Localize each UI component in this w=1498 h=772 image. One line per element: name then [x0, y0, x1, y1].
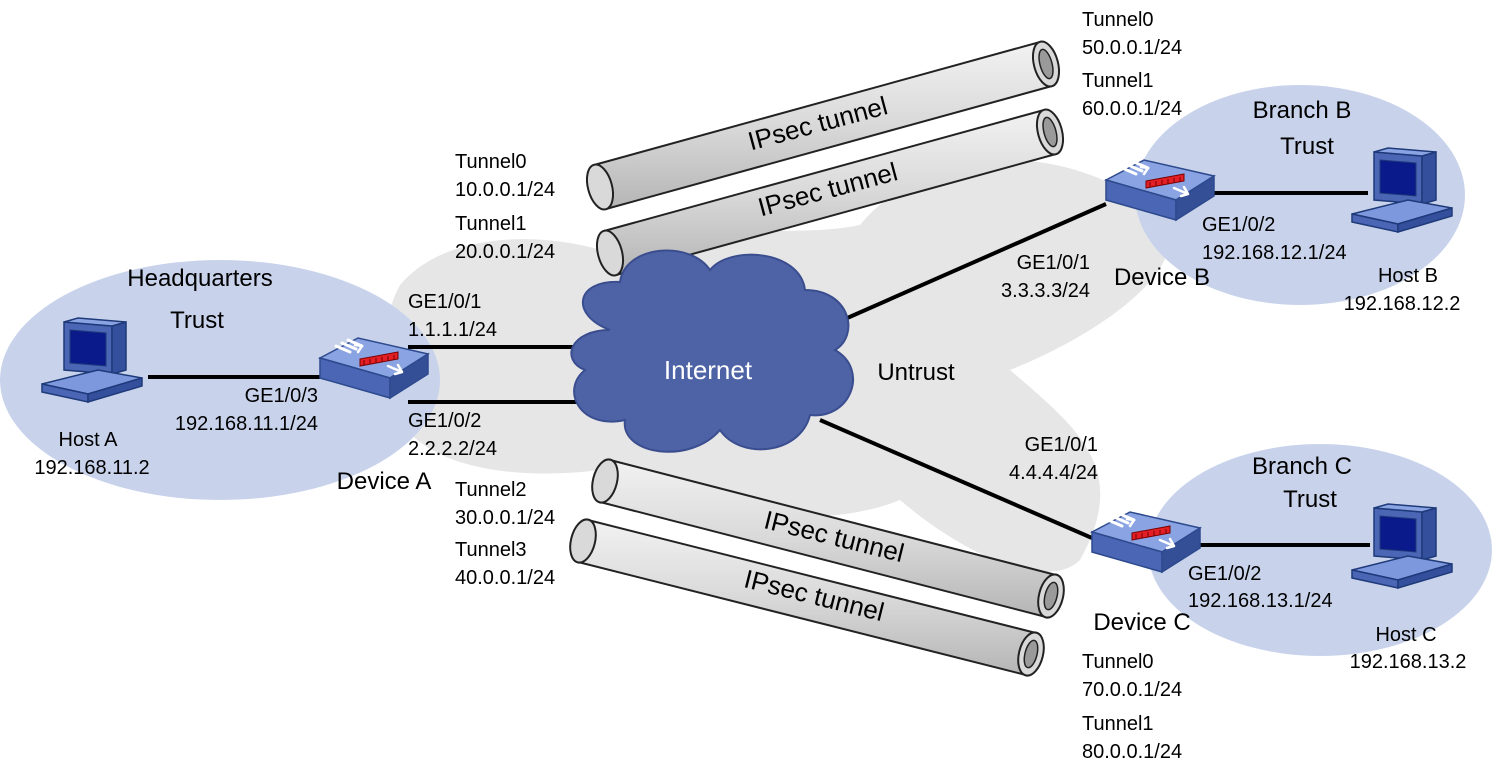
- device-b-ge102-ip: 192.168.12.1/24: [1202, 242, 1347, 264]
- device-a-tunnel2-name: Tunnel2: [455, 479, 527, 501]
- device-a-tunnel1-name: Tunnel1: [455, 213, 527, 235]
- host-a-ip: 192.168.11.2: [34, 457, 149, 479]
- device-a-tunnel2-ip: 30.0.0.1/24: [455, 507, 555, 529]
- device-b-ge101-if: GE1/0/1: [1017, 252, 1090, 274]
- device-c-tunnel1-ip: 80.0.0.1/24: [1082, 741, 1182, 763]
- headquarters-trust-label: Trust: [170, 307, 224, 334]
- host-b-name: Host B: [1378, 265, 1438, 287]
- internet-cloud: Internet: [570, 249, 854, 453]
- device-a-tunnel0-name: Tunnel0: [455, 151, 527, 173]
- device-b-tunnel1-ip: 60.0.0.1/24: [1082, 98, 1182, 120]
- device-a-tunnel3-ip: 40.0.0.1/24: [455, 567, 555, 589]
- link-internet-deviceb: [819, 202, 1107, 332]
- host-c-ip: 192.168.13.2: [1350, 651, 1467, 673]
- device-b-ge102-if: GE1/0/2: [1202, 214, 1275, 236]
- device-b-name: Device B: [1114, 264, 1210, 291]
- headquarters-label: Headquarters: [127, 265, 272, 292]
- device-a-ge102-ip: 2.2.2.2/24: [408, 438, 497, 460]
- internet-label: Internet: [664, 355, 753, 385]
- device-c-ge101-ip: 4.4.4.4/24: [1009, 462, 1098, 484]
- device-c-ge102-ip: 192.168.13.1/24: [1188, 590, 1333, 612]
- branch-c-label: Branch C: [1252, 453, 1352, 480]
- device-a-ge101-if: GE1/0/1: [408, 291, 481, 313]
- device-a-ge102-if: GE1/0/2: [408, 410, 481, 432]
- device-a-ge103-ip: 192.168.11.1/24: [175, 413, 318, 435]
- branch-b-label: Branch B: [1253, 97, 1352, 124]
- device-c-tunnel1-name: Tunnel1: [1082, 713, 1154, 735]
- device-a-tunnel0-ip: 10.0.0.1/24: [455, 179, 555, 201]
- device-b-tunnel1-name: Tunnel1: [1082, 70, 1154, 92]
- device-c-tunnel0-ip: 70.0.0.1/24: [1082, 679, 1182, 701]
- device-c-ge102-if: GE1/0/2: [1188, 563, 1261, 585]
- branch-c-zone: [1148, 444, 1492, 656]
- link-internet-devicec: [819, 418, 1093, 540]
- branch-b-trust-label: Trust: [1280, 133, 1334, 160]
- device-a-tunnel1-ip: 20.0.0.1/24: [455, 241, 555, 263]
- device-a-ge103-if: GE1/0/3: [245, 385, 318, 407]
- device-a-tunnel3-name: Tunnel3: [455, 539, 527, 561]
- device-c-ge101-if: GE1/0/1: [1025, 434, 1098, 456]
- host-c-name: Host C: [1375, 624, 1436, 646]
- ipsec-tunnel-top-2: IPsec tunnel: [595, 108, 1065, 277]
- device-a-name: Device A: [337, 468, 432, 495]
- ipsec-tunnel-top-1: IPsec tunnel: [585, 40, 1061, 211]
- links: [148, 191, 1370, 547]
- device-b-tunnel0-ip: 50.0.0.1/24: [1082, 37, 1182, 59]
- device-b-tunnel0-name: Tunnel0: [1082, 9, 1154, 31]
- device-b-ge101-ip: 3.3.3.3/24: [1001, 280, 1090, 302]
- device-a-ge101-ip: 1.1.1.1/24: [408, 319, 497, 341]
- branch-c-trust-label: Trust: [1283, 486, 1337, 513]
- device-c-name: Device C: [1093, 609, 1190, 636]
- untrust-label: Untrust: [877, 359, 955, 386]
- host-a-name: Host A: [59, 429, 119, 451]
- device-c-tunnel0-name: Tunnel0: [1082, 651, 1154, 673]
- host-b-ip: 192.168.12.2: [1344, 293, 1461, 315]
